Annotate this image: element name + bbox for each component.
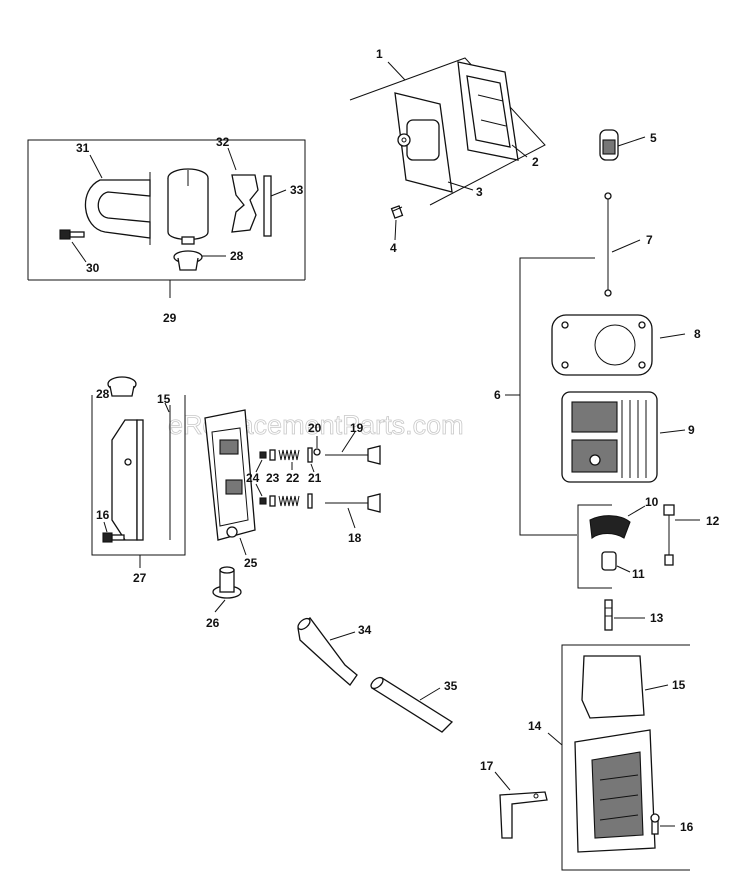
part-28a-grommet[interactable]	[173, 250, 203, 271]
part-5-cap[interactable]	[599, 129, 619, 161]
part-11-lifter[interactable]	[601, 551, 617, 571]
callout-19[interactable]: 19	[350, 421, 364, 435]
callout-18[interactable]: 18	[348, 531, 362, 545]
bracket-14	[561, 644, 690, 871]
callout-4[interactable]: 4	[390, 241, 397, 255]
part-23-retainers[interactable]	[269, 449, 276, 507]
part-2-gasket[interactable]	[457, 61, 519, 161]
callout-9[interactable]: 9	[688, 423, 695, 437]
callout-35[interactable]: 35	[444, 679, 458, 693]
callout-32[interactable]: 32	[216, 135, 230, 149]
callout-16b[interactable]: 16	[680, 820, 694, 834]
callout-27[interactable]: 27	[133, 571, 147, 585]
callout-5[interactable]: 5	[650, 131, 657, 145]
part-3-valve-cover[interactable]	[394, 92, 453, 193]
part-rocker-cover[interactable]	[574, 729, 656, 853]
part-22-springs[interactable]	[278, 449, 300, 507]
callout-28b[interactable]: 28	[96, 387, 110, 401]
callout-12[interactable]: 12	[706, 514, 720, 528]
part-30-screw[interactable]	[59, 229, 85, 240]
callout-1[interactable]: 1	[376, 47, 383, 61]
part-31-strap[interactable]	[84, 172, 151, 245]
callout-17[interactable]: 17	[480, 759, 494, 773]
callout-30[interactable]: 30	[86, 261, 100, 275]
part-28b-grommet[interactable]	[107, 376, 137, 397]
part-24-keepers[interactable]	[259, 451, 267, 505]
part-13-stud[interactable]	[604, 599, 613, 631]
callout-13[interactable]: 13	[650, 611, 664, 625]
callout-11[interactable]: 11	[632, 567, 645, 581]
callout-3[interactable]: 3	[476, 185, 483, 199]
callout-26[interactable]: 26	[206, 616, 220, 630]
part-33-plate[interactable]	[263, 175, 272, 237]
callout-2[interactable]: 2	[532, 155, 539, 169]
assembly-27	[91, 376, 186, 568]
callout-29[interactable]: 29	[163, 311, 177, 325]
bracket-6	[519, 257, 595, 536]
part-4-screw[interactable]	[390, 205, 404, 219]
part-7-push-rod[interactable]	[604, 192, 612, 297]
part-20[interactable]	[313, 448, 321, 456]
callout-15a[interactable]: 15	[157, 392, 171, 406]
part-8-head-gasket[interactable]	[551, 314, 653, 376]
callout-28a[interactable]: 28	[230, 249, 244, 263]
callout-6[interactable]: 6	[494, 388, 501, 402]
bracket-29	[27, 139, 306, 280]
part-19-valve[interactable]	[325, 445, 381, 465]
part-10-rocker[interactable]	[589, 515, 631, 540]
part-21-seals[interactable]	[307, 447, 313, 509]
callout-14[interactable]: 14	[528, 719, 542, 733]
part-breather-cover[interactable]	[111, 419, 144, 541]
callout-10[interactable]: 10	[645, 495, 659, 509]
part-16a-screw[interactable]	[102, 532, 125, 543]
callout-33[interactable]: 33	[290, 183, 304, 197]
callout-21[interactable]: 21	[308, 471, 322, 485]
callout-24[interactable]: 24	[246, 471, 260, 485]
part-32[interactable]	[231, 174, 259, 233]
part-16b-screw[interactable]	[650, 813, 660, 835]
callout-15b[interactable]: 15	[672, 678, 686, 692]
assembly-valve-cover	[349, 57, 546, 241]
callout-7[interactable]: 7	[646, 233, 653, 247]
callout-20[interactable]: 20	[308, 421, 322, 435]
part-filter-canister[interactable]	[167, 168, 209, 245]
part-15b-gasket[interactable]	[581, 655, 645, 719]
callout-16a[interactable]: 16	[96, 508, 110, 522]
callout-34[interactable]: 34	[358, 623, 372, 637]
part-35-hose[interactable]	[369, 675, 454, 733]
part-9-cylinder-head[interactable]	[561, 391, 658, 483]
callout-25[interactable]: 25	[244, 556, 258, 570]
part-17-bracket[interactable]	[499, 791, 548, 839]
part-26-fitting[interactable]	[212, 566, 242, 599]
callout-22[interactable]: 22	[286, 471, 300, 485]
callouts: 1 2 3 4 5 6 7 8 9 10 11 12 13 14 15 15 1…	[76, 47, 720, 834]
part-25-valve-housing[interactable]	[204, 409, 256, 541]
part-18-valve[interactable]	[325, 493, 381, 513]
assembly-29	[27, 139, 306, 298]
part-34-hose[interactable]	[296, 616, 358, 686]
part-12-bolt[interactable]	[663, 504, 675, 566]
callout-8[interactable]: 8	[694, 327, 701, 341]
callout-23[interactable]: 23	[266, 471, 280, 485]
callout-31[interactable]: 31	[76, 141, 90, 155]
